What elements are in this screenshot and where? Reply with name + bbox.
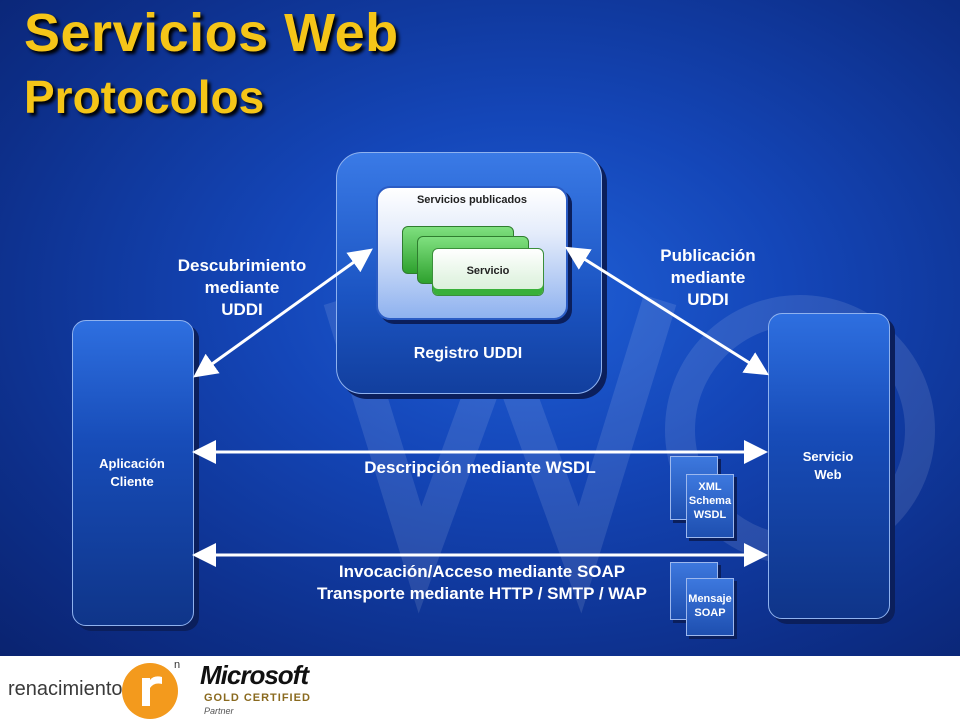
publication-label-1: Publicación [660, 246, 756, 265]
wsdl-description-label: Descripción mediante WSDL [364, 458, 596, 477]
discovery-label-1: Descubrimiento [177, 256, 307, 275]
soap-invocation-label: Invocación/Acceso mediante SOAP [338, 562, 626, 581]
soap-doc-line2: SOAP [694, 607, 726, 619]
renacimiento-text: renacimiento [8, 678, 123, 700]
footer-bar: renacimiento n Microsoft GOLD CERTIFIED … [0, 656, 960, 720]
renacimiento-logo-icon: n [122, 659, 180, 719]
slide-subtitle: Protocolos [24, 71, 265, 123]
soap-doc-line1: Mensaje [688, 593, 732, 605]
service-card-label: Servicio [466, 265, 510, 277]
svg-text:n: n [174, 659, 180, 671]
transport-label: Transporte mediante HTTP / SMTP / WAP [317, 584, 647, 603]
publication-label-2: mediante [670, 268, 746, 287]
published-services-title: Servicios publicados [416, 194, 528, 206]
service-card-front [432, 248, 544, 296]
gold-certified-text: GOLD CERTIFIED [204, 692, 311, 704]
web-service-panel [768, 313, 890, 619]
client-application-panel [72, 320, 194, 626]
uddi-registry-label: Registro UDDI [413, 345, 523, 362]
slide-title: Servicios Web [24, 3, 399, 63]
publication-arrow [564, 246, 770, 376]
soap-message-doc [686, 578, 734, 636]
partner-text: Partner [204, 706, 234, 716]
microsoft-logo-text: Microsoft [200, 660, 309, 690]
discovery-label-2: mediante [204, 278, 280, 297]
discovery-arrow [193, 248, 373, 378]
xml-schema-doc [686, 474, 734, 538]
publication-label-3: UDDI [687, 290, 729, 309]
discovery-label-3: UDDI [221, 300, 263, 319]
xml-doc-line3: WSDL [693, 509, 727, 521]
xml-doc-line2: Schema [688, 495, 732, 507]
slide-background: Servicios Web Protocolos Servicios publi… [0, 0, 960, 656]
connector-arrows [192, 246, 770, 567]
web-service-label-1: Servicio [802, 449, 854, 464]
web-service-label-2: Web [814, 467, 842, 482]
client-application-label-1: Aplicación [99, 456, 165, 471]
xml-doc-line1: XML [698, 481, 722, 493]
client-application-label-2: Cliente [110, 474, 154, 489]
